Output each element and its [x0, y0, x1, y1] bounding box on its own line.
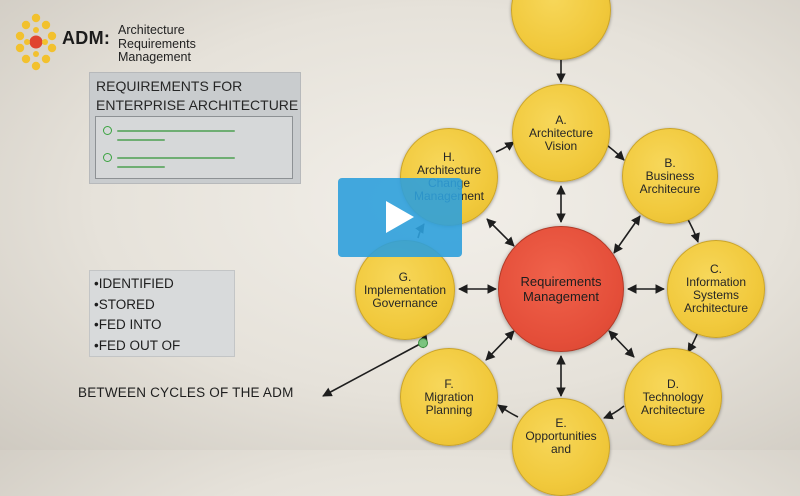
requirements-list-placeholder [95, 116, 293, 179]
connector-center-f [485, 330, 515, 361]
phase-label: H. [443, 150, 455, 164]
bullet-circle-icon [103, 153, 112, 162]
adm-logo-icon [15, 13, 57, 71]
phase-label: Implementation [363, 282, 447, 297]
connector-c-d [687, 331, 699, 353]
phase-label: Migration [424, 389, 474, 404]
title-line: ENTERPRISE ARCHITECTURE [96, 97, 299, 113]
phase-label: F. [444, 376, 454, 391]
placeholder-line [117, 130, 235, 132]
phase-f-node[interactable]: F. Migration Planning [400, 348, 498, 446]
phase-label: Architecure [639, 181, 701, 196]
bullet-circle-icon [103, 126, 112, 135]
phase-b-node[interactable]: B. Business Architecure [622, 128, 718, 224]
phase-label: Architecture [683, 301, 749, 315]
phase-label: A. [555, 112, 567, 127]
phase-label: Business [645, 168, 695, 183]
phase-a-node[interactable]: A. Architecture Vision [512, 84, 610, 182]
center-label: Requirements [520, 274, 602, 289]
list-item: •IDENTIFIED [94, 276, 174, 291]
phase-label: Technology [642, 389, 704, 404]
caption-text: BETWEEN CYCLES OF THE ADM [78, 385, 294, 400]
phase-label: Systems [692, 288, 739, 302]
phase-label: Architecture [640, 402, 706, 417]
connector-e-f [497, 404, 519, 418]
connector-center-h [486, 218, 515, 247]
brand-subtitle: Architecture Requirements Management [118, 23, 196, 65]
placeholder-line [117, 139, 165, 141]
connector-center-b [613, 215, 641, 254]
list-item: •FED INTO [94, 317, 162, 332]
phase-c-node[interactable]: C. Information Systems Architecture [667, 240, 765, 338]
phase-label: Architecture [528, 125, 594, 140]
requirements-panel-title: REQUIREMENTS FOR ENTERPRISE ARCHITECTURE [96, 77, 298, 115]
list-item: •FED OUT OF [94, 337, 181, 353]
brand-subtitle-line: Management [118, 50, 191, 64]
phase-label: G. [398, 269, 412, 284]
phase-label: B. [664, 155, 676, 170]
phase-label: Planning [425, 402, 473, 417]
title-line: REQUIREMENTS FOR [96, 78, 243, 94]
placeholder-line [117, 157, 235, 159]
video-play-button[interactable] [338, 178, 462, 257]
phase-label: C. [710, 262, 722, 276]
phase-label: Information [685, 275, 747, 289]
phase-e-node[interactable]: E. Opportunities and [512, 398, 610, 496]
brand-title: ADM: [62, 28, 111, 48]
phase-label: Architecture [416, 163, 482, 177]
brand-subtitle-line: Architecture [118, 23, 185, 37]
center-label: Management [523, 289, 599, 304]
phase-label: Governance [372, 295, 438, 310]
list-item: •STORED [94, 296, 155, 312]
phase-label: Opportunities [525, 429, 597, 443]
requirements-management-node[interactable]: Requirements Management [498, 226, 624, 352]
phase-label: E. [555, 416, 567, 430]
callout-marker-icon [418, 338, 428, 348]
play-icon [386, 201, 414, 233]
requirements-panel: REQUIREMENTS FOR ENTERPRISE ARCHITECTURE [89, 72, 301, 184]
phase-label: D. [667, 376, 679, 391]
phase-d-node[interactable]: D. Technology Architecture [624, 348, 722, 446]
callout-arrow [322, 343, 421, 397]
status-list: •IDENTIFIED •STORED •FED INTO •FED OUT O… [89, 270, 235, 357]
placeholder-line [117, 166, 165, 168]
phase-label: Vision [544, 138, 578, 153]
connector-d-e [603, 405, 625, 420]
brand-subtitle-line: Requirements [118, 36, 196, 51]
connector-center-d [608, 330, 635, 358]
connector-h-a [495, 141, 515, 153]
